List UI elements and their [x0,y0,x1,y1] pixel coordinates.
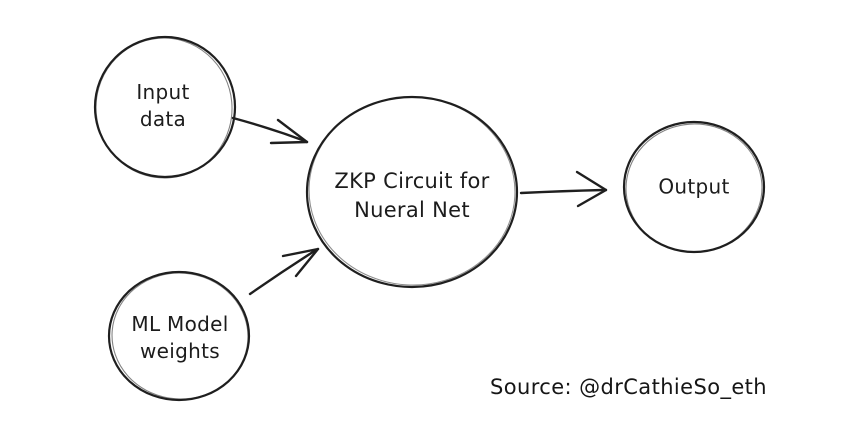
input-data-label-line1: Input [136,80,190,104]
input-data-label-line2: data [139,107,187,131]
arrow-zkp-to-output [521,172,606,206]
zkp-circuit-circle [304,92,520,291]
ml-weights-label: ML Model weights [131,311,228,365]
ml-weights-circle [108,268,252,403]
output-label-line1: Output [658,174,730,199]
zkp-circuit-label-line1: ZKP Circuit for [334,169,490,193]
source-credit: Source: @drCathieSo_eth [490,375,768,399]
zkp-circuit-label-line2: Nueral Net [354,198,470,222]
output-circle [622,119,767,256]
zkp-circuit-label: ZKP Circuit for Nueral Net [334,167,489,225]
ml-weights-label-line1: ML Model [131,312,229,336]
input-data-circle [90,32,238,183]
arrow-input-to-zkp [233,118,307,143]
output-label: Output [658,174,729,201]
ml-weights-label-line2: weights [140,339,220,363]
arrow-mlweights-to-zkp [250,249,318,294]
input-data-label: Input data [136,79,189,133]
